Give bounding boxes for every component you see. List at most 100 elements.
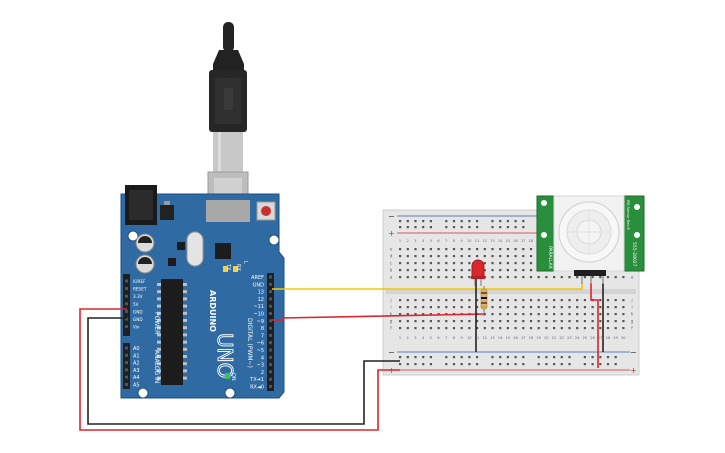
terminal-hole[interactable] bbox=[476, 299, 479, 302]
terminal-hole[interactable] bbox=[414, 299, 417, 302]
terminal-hole[interactable] bbox=[522, 269, 525, 272]
terminal-hole[interactable] bbox=[599, 327, 602, 330]
rail-hole[interactable] bbox=[522, 356, 525, 359]
terminal-hole[interactable] bbox=[445, 276, 448, 279]
terminal-hole[interactable] bbox=[576, 327, 579, 330]
terminal-hole[interactable] bbox=[529, 306, 533, 309]
terminal-hole[interactable] bbox=[622, 276, 625, 279]
rail-hole[interactable] bbox=[514, 363, 517, 366]
rail-hole[interactable] bbox=[414, 226, 417, 229]
terminal-hole[interactable] bbox=[399, 306, 402, 309]
terminal-hole[interactable] bbox=[522, 327, 525, 330]
terminal-hole[interactable] bbox=[468, 255, 471, 258]
rail-hole[interactable] bbox=[491, 363, 494, 366]
terminal-hole[interactable] bbox=[414, 313, 417, 316]
rail-hole[interactable] bbox=[476, 356, 479, 359]
terminal-hole[interactable] bbox=[622, 327, 625, 330]
terminal-hole[interactable] bbox=[452, 262, 456, 265]
terminal-hole[interactable] bbox=[483, 313, 486, 316]
rail-hole[interactable] bbox=[468, 226, 471, 229]
terminal-hole[interactable] bbox=[545, 313, 548, 316]
rail-hole[interactable] bbox=[599, 356, 602, 359]
terminal-hole[interactable] bbox=[460, 262, 463, 265]
terminal-hole[interactable] bbox=[437, 276, 440, 279]
terminal-hole[interactable] bbox=[460, 327, 463, 330]
terminal-hole[interactable] bbox=[491, 327, 494, 330]
terminal-hole[interactable] bbox=[506, 269, 509, 272]
rail-hole[interactable] bbox=[560, 363, 563, 366]
digital-pin-socket[interactable] bbox=[269, 363, 272, 367]
rail-hole[interactable] bbox=[406, 226, 409, 229]
power-pin-socket[interactable] bbox=[125, 317, 128, 321]
terminal-hole[interactable] bbox=[437, 327, 440, 330]
terminal-hole[interactable] bbox=[576, 313, 579, 316]
rail-hole[interactable] bbox=[491, 356, 494, 359]
terminal-hole[interactable] bbox=[591, 313, 594, 316]
terminal-hole[interactable] bbox=[545, 327, 548, 330]
terminal-hole[interactable] bbox=[514, 327, 517, 330]
terminal-hole[interactable] bbox=[422, 255, 425, 258]
terminal-hole[interactable] bbox=[429, 269, 432, 272]
terminal-hole[interactable] bbox=[522, 255, 525, 258]
rail-hole[interactable] bbox=[499, 363, 502, 366]
terminal-hole[interactable] bbox=[422, 313, 425, 316]
terminal-hole[interactable] bbox=[606, 276, 610, 279]
rail-hole[interactable] bbox=[499, 356, 502, 359]
terminal-hole[interactable] bbox=[406, 299, 409, 302]
rail-hole[interactable] bbox=[460, 226, 463, 229]
terminal-hole[interactable] bbox=[514, 313, 517, 316]
terminal-hole[interactable] bbox=[553, 320, 556, 323]
terminal-hole[interactable] bbox=[422, 299, 425, 302]
terminal-hole[interactable] bbox=[545, 306, 548, 309]
terminal-hole[interactable] bbox=[529, 248, 533, 251]
terminal-hole[interactable] bbox=[476, 306, 479, 309]
rail-hole[interactable] bbox=[429, 226, 432, 229]
rail-hole[interactable] bbox=[399, 226, 402, 229]
terminal-hole[interactable] bbox=[483, 327, 486, 330]
digital-pin-socket[interactable] bbox=[269, 370, 272, 374]
terminal-hole[interactable] bbox=[491, 248, 494, 251]
terminal-hole[interactable] bbox=[553, 306, 556, 309]
terminal-hole[interactable] bbox=[406, 255, 409, 258]
rail-hole[interactable] bbox=[399, 356, 402, 359]
rail-hole[interactable] bbox=[568, 363, 571, 366]
terminal-hole[interactable] bbox=[399, 255, 402, 258]
rail-hole[interactable] bbox=[452, 356, 456, 359]
terminal-hole[interactable] bbox=[606, 306, 610, 309]
terminal-hole[interactable] bbox=[606, 327, 610, 330]
terminal-hole[interactable] bbox=[422, 320, 425, 323]
terminal-hole[interactable] bbox=[537, 320, 540, 323]
rail-hole[interactable] bbox=[568, 356, 571, 359]
terminal-hole[interactable] bbox=[591, 306, 594, 309]
terminal-hole[interactable] bbox=[422, 276, 425, 279]
terminal-hole[interactable] bbox=[414, 306, 417, 309]
terminal-hole[interactable] bbox=[445, 269, 448, 272]
analog-pin-socket[interactable] bbox=[125, 368, 128, 372]
terminal-hole[interactable] bbox=[529, 299, 533, 302]
terminal-hole[interactable] bbox=[606, 313, 610, 316]
terminal-hole[interactable] bbox=[529, 255, 533, 258]
terminal-hole[interactable] bbox=[445, 299, 448, 302]
terminal-hole[interactable] bbox=[553, 299, 556, 302]
terminal-hole[interactable] bbox=[553, 276, 556, 279]
terminal-hole[interactable] bbox=[460, 320, 463, 323]
terminal-hole[interactable] bbox=[506, 276, 509, 279]
rail-hole[interactable] bbox=[422, 356, 425, 359]
rail-hole[interactable] bbox=[599, 363, 602, 366]
rail-hole[interactable] bbox=[591, 363, 594, 366]
terminal-hole[interactable] bbox=[399, 248, 402, 251]
terminal-hole[interactable] bbox=[529, 327, 533, 330]
analog-pin-socket[interactable] bbox=[125, 375, 128, 379]
terminal-hole[interactable] bbox=[422, 269, 425, 272]
power-pin-socket[interactable] bbox=[125, 309, 128, 313]
terminal-hole[interactable] bbox=[599, 313, 602, 316]
rail-hole[interactable] bbox=[445, 226, 448, 229]
digital-pin-socket[interactable] bbox=[269, 377, 272, 381]
terminal-hole[interactable] bbox=[583, 306, 586, 309]
terminal-hole[interactable] bbox=[437, 320, 440, 323]
rail-hole[interactable] bbox=[545, 356, 548, 359]
digital-pin-socket[interactable] bbox=[269, 282, 272, 286]
terminal-hole[interactable] bbox=[429, 327, 432, 330]
terminal-hole[interactable] bbox=[529, 313, 533, 316]
terminal-hole[interactable] bbox=[429, 306, 432, 309]
